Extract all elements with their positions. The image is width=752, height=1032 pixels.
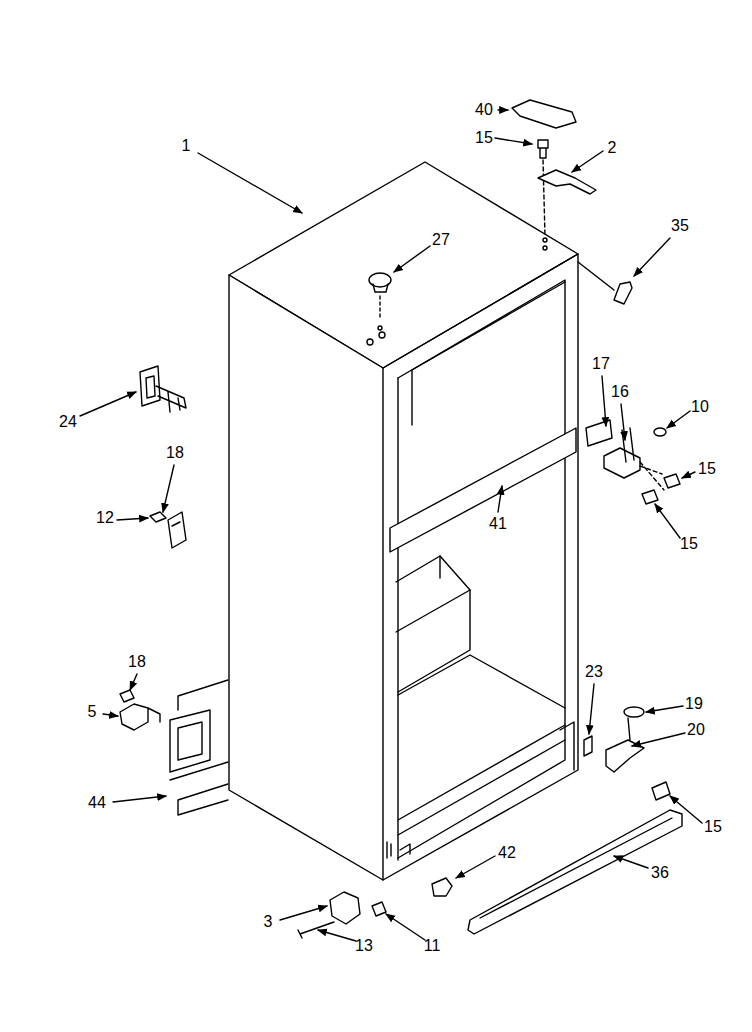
callout-number: 40	[475, 102, 493, 118]
callout-number: 24	[59, 414, 77, 430]
center-hinge	[586, 420, 612, 446]
bolt	[298, 922, 334, 938]
hinge-plate	[170, 680, 228, 815]
washer	[654, 428, 666, 436]
callout-number: 36	[651, 865, 669, 881]
screw	[642, 490, 658, 504]
callout-number: 2	[608, 140, 617, 156]
callout-number: 18	[128, 654, 146, 670]
leader-line	[578, 262, 614, 290]
plug	[373, 284, 388, 292]
callout-number: 15	[698, 461, 716, 477]
cabinet	[229, 162, 578, 880]
center-hinge	[604, 448, 640, 478]
callout-number: 1	[182, 138, 191, 154]
alignment-line	[543, 160, 545, 236]
callout-number: 35	[671, 218, 689, 234]
callout-number: 12	[96, 510, 114, 526]
hinge-cap	[512, 100, 576, 128]
callout-number: 17	[592, 356, 610, 372]
screw	[372, 902, 386, 916]
callout-number: 18	[166, 445, 184, 461]
callout-number: 15	[680, 536, 698, 552]
hinge-bracket	[120, 704, 160, 730]
washer	[624, 707, 644, 717]
door-stop	[168, 512, 186, 548]
screw	[538, 140, 548, 158]
callout-number: 16	[611, 384, 629, 400]
clip	[432, 878, 452, 896]
callout-number: 5	[88, 704, 97, 720]
screw	[150, 512, 166, 522]
top-hinge	[538, 170, 596, 194]
callout-number: 41	[489, 516, 507, 532]
screw	[120, 690, 134, 702]
callout-number: 23	[585, 664, 603, 680]
spacer	[584, 736, 592, 756]
callout-number: 15	[704, 819, 722, 835]
hinge-cover	[614, 282, 632, 304]
callout-number: 19	[685, 696, 703, 712]
callout-number: 42	[498, 845, 516, 861]
callout-number: 44	[88, 795, 106, 811]
callout-number: 13	[355, 938, 373, 954]
callout-number: 10	[691, 399, 709, 415]
callout-number: 3	[264, 914, 273, 930]
screw	[664, 474, 680, 488]
callout-number: 11	[424, 938, 441, 954]
handle	[156, 386, 186, 412]
leader-lines	[80, 110, 702, 941]
callout-number: 15	[475, 130, 493, 146]
screw	[652, 782, 670, 800]
base-grille	[468, 810, 682, 934]
callout-number: 20	[687, 722, 705, 738]
leveling-bracket	[330, 892, 360, 924]
callout-number: 27	[432, 232, 450, 248]
